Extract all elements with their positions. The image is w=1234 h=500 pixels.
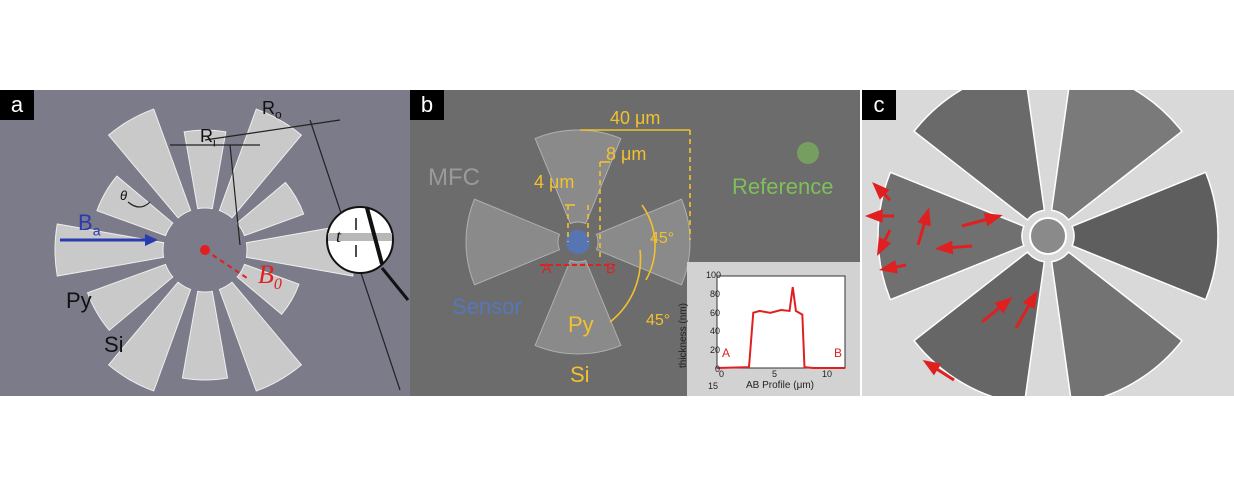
magnifier-handle <box>380 267 410 301</box>
cross-arm <box>465 198 561 286</box>
panel-c-drawing <box>864 90 1219 396</box>
label-ri: Ri <box>200 126 216 150</box>
arrow-head <box>922 360 942 376</box>
label-py: Py <box>66 288 92 313</box>
ba-arrow-head <box>145 234 158 246</box>
theta-arc <box>127 201 151 208</box>
ro-dimension-line <box>204 119 341 141</box>
label-sensor: Sensor <box>452 294 522 319</box>
label-si: Si <box>570 362 590 387</box>
sector-arm <box>86 263 174 332</box>
label-point-a: A <box>542 260 552 276</box>
inset-ytick: 0 <box>714 363 720 374</box>
domain-fan <box>912 90 1046 222</box>
label-si: Si <box>104 332 124 357</box>
label-ba: Ba <box>78 210 101 239</box>
reference-dot <box>797 142 819 164</box>
label-40um: 40 μm <box>610 108 661 128</box>
domain-fan <box>877 171 1025 301</box>
inset-marker-a: A <box>722 346 731 360</box>
arrow-head <box>879 259 898 274</box>
label-angle-2: 45° <box>646 312 671 329</box>
label-mfc: MFC <box>428 164 480 191</box>
inset-xlabel: AB Profile (μm) <box>746 380 814 391</box>
label-t: t <box>336 226 342 246</box>
label-angle-1: 45° <box>650 230 675 247</box>
center-disk <box>1029 217 1067 255</box>
profile-line <box>716 286 845 369</box>
inset-ytick: 60 <box>709 307 720 318</box>
panel-c: c <box>862 90 1234 396</box>
label-ro: Ro <box>262 98 282 122</box>
arrow-head <box>994 296 1013 314</box>
inset-xtick: 0 <box>719 369 725 379</box>
panel-b: b 40 μm 8 μm 4 μm MFC Reference Sensor 4… <box>410 90 860 396</box>
cross-fans <box>465 129 691 355</box>
arrow-head <box>877 236 892 256</box>
inset-ytick: 100 <box>706 270 722 280</box>
sector-arm <box>54 223 165 277</box>
sector-arm <box>181 290 229 381</box>
sensor-dot <box>566 230 590 254</box>
inset-ylabel: thickness (nm) <box>678 302 689 368</box>
cross-arm <box>534 259 622 355</box>
arrow-head <box>917 207 931 227</box>
inset-ytick: 20 <box>709 345 720 356</box>
cross-arm <box>534 129 622 225</box>
profile-plot-area <box>716 275 846 369</box>
label-b0: B0 <box>258 260 282 294</box>
inset-xtick: 15 <box>708 381 719 391</box>
panel-a: a Ro Ri θ Ba B0 t Py Si <box>0 90 410 396</box>
arrow-head <box>934 240 954 255</box>
inset-marker-b: B <box>834 346 843 360</box>
domain-fan <box>1071 171 1219 301</box>
arrow-head <box>1022 290 1038 310</box>
label-8um: 8 μm <box>606 144 647 164</box>
label-4um: 4 μm <box>534 172 575 192</box>
sector-arm <box>107 281 192 392</box>
domain-fan <box>1050 90 1184 222</box>
arrow-head <box>983 213 1003 227</box>
panel-a-tag: a <box>0 90 34 120</box>
label-reference: Reference <box>732 174 834 199</box>
inset-ytick: 40 <box>709 326 720 337</box>
sector-arm <box>183 129 227 210</box>
panel-b-drawing <box>465 129 860 396</box>
panel-c-tag: c <box>862 90 896 120</box>
arrow-head <box>864 209 883 223</box>
domain-fans <box>877 90 1219 396</box>
sector-arm <box>107 108 192 219</box>
label-point-b: B <box>606 260 616 276</box>
inset-xtick: 5 <box>772 369 778 379</box>
domain-fan <box>1050 250 1184 396</box>
arrow-head <box>872 182 890 200</box>
sector-arm <box>236 263 300 315</box>
label-py: Py <box>568 312 594 337</box>
panel-b-tag: b <box>410 90 444 120</box>
sector-arm <box>218 108 303 219</box>
inset-xtick: 10 <box>822 369 833 379</box>
panel-a-drawing <box>54 108 410 392</box>
inset-yticks: 100 80 60 40 20 0 <box>706 270 722 374</box>
cross-arm <box>595 198 691 286</box>
label-theta: θ <box>120 188 128 203</box>
b0-line <box>204 249 251 281</box>
sector-arm <box>236 181 305 237</box>
inset-ytick: 80 <box>709 288 720 299</box>
sector-arm <box>218 281 303 392</box>
